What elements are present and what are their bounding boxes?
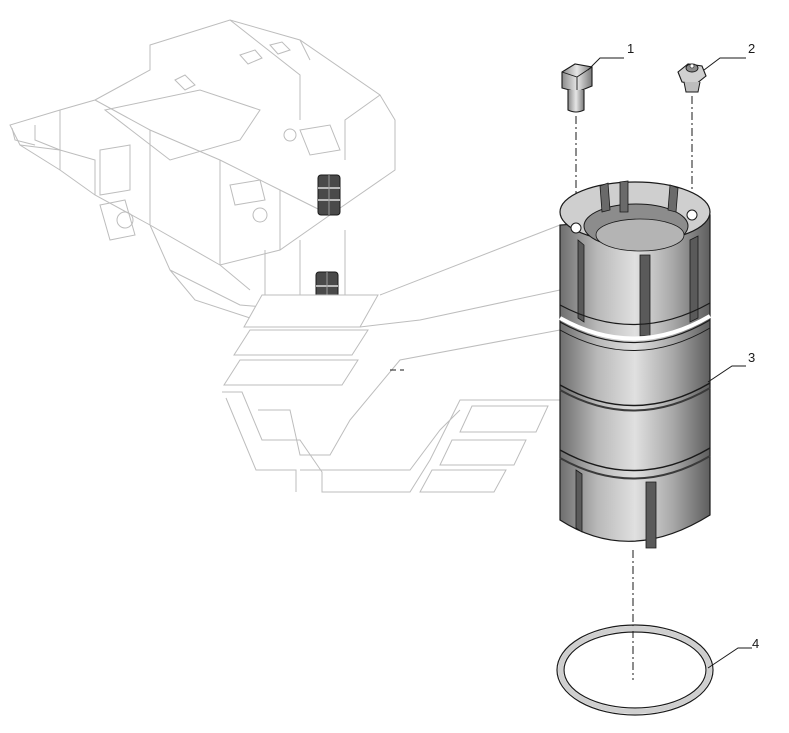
callout-3-leader <box>707 365 746 383</box>
callout-4-leader <box>707 647 752 669</box>
machine-frame-context <box>9 19 396 319</box>
callout-4: 4 <box>707 636 759 669</box>
callout-1-label: 1 <box>627 41 634 56</box>
callout-3: 3 <box>707 350 755 383</box>
o-ring-part <box>556 624 714 716</box>
callout-2-label: 2 <box>748 41 755 56</box>
grease-fitting-part <box>677 63 707 93</box>
bushing-part <box>559 180 712 549</box>
callout-2: 2 <box>703 41 755 71</box>
callout-1-leader <box>587 57 624 71</box>
bolt-part <box>561 63 593 113</box>
callout-1: 1 <box>587 41 634 71</box>
frame-bushing-upper <box>317 174 341 216</box>
callout-3-label: 3 <box>748 350 755 365</box>
callout-2-leader <box>703 57 746 71</box>
detail-projection-guides <box>222 224 561 493</box>
callout-4-label: 4 <box>752 636 759 651</box>
